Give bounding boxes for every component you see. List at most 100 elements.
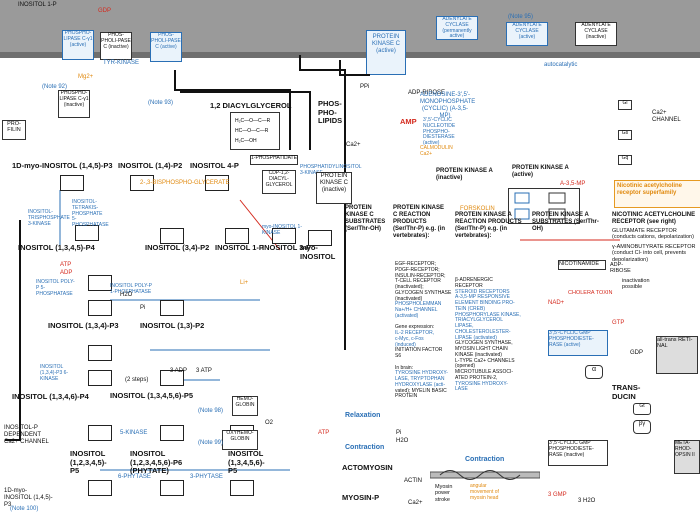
phospholipids-label: PHOS-PHO-LIPIDS [318,99,343,126]
nad-label: NAD+ [548,300,565,306]
actomyosin-label: ACTOMYOSIN [342,463,393,472]
pka-product-item: MICROTUBULE ASSOCI- [455,369,514,375]
inositol-ring-icon [88,275,112,291]
o2-label: O2 [265,420,274,426]
three-gmp-label: 3 GMP [548,492,567,498]
adenylate-cyclase-permanent-box: ADENYLATE CYCLASE (permanently active) [436,16,478,40]
ca-channel-label: Ca2+ CHANNEL [652,110,681,123]
inositol-ring-icon [272,228,296,244]
g-protein-t-icon: Gt [633,403,651,415]
inositol-ring-icon [230,480,254,496]
g-protein-s-icon: Gs [618,130,632,140]
inositol-14p2-label: INOSITOL (1,4)-P2 [118,161,183,170]
three-phytase-label: 3-PHYTASE [190,474,223,480]
cdp-diacylglycerol-box: CDP-1,2-DIACYL-GLYCEROL [262,170,296,194]
five-kinase-label: 5-KINASE [120,430,148,436]
pka-product-item: CHOLESTEROLESTER- [455,328,511,335]
pkc-product-item: IL-2 RECEPTOR, [395,330,435,336]
pka-inactive-label: PROTEIN KINASE A (inactive) [436,168,493,181]
pka-product-item: LIPASE, [455,323,474,329]
inositol-ring-icon [160,370,184,386]
svg-text:H₂C—O—C—R: H₂C—O—C—R [235,118,271,124]
pka-product-item: L-TYPE Ca2+ CHANNELS [455,357,515,364]
pkc-product-item: (activated) [395,312,419,319]
diacylglycerol-label: 1,2 DIACYLGLYCEROL [210,101,292,110]
inositol-ring-icon [308,230,332,246]
three-h2o-label: 3 H2O [578,498,596,504]
pka-subunits-box [508,188,580,224]
pkc-product-item: S6 [395,353,402,359]
inositol-ring-icon [225,228,249,244]
pka-products-label: PROTEIN KINASE A REACTION PRODUCTS (Ser/… [455,212,522,239]
pi-bottom-label: Pi [396,430,402,436]
inositol-3p-label: INOSITOL 3-P [262,243,311,252]
adp-label: ADP [60,270,73,276]
tetrakisphosphate-5-phosphatase-label: INOSITOL-TETRAKIS-PHOSPHATE 5-PHOSPHATAS… [72,199,109,228]
note95-label: (Note 95) [508,14,534,20]
inositol-13p2-label: INOSITOL (1,3)-P2 [140,321,205,330]
myosin-p-label: MYOSIN-P [342,493,380,502]
adenylate-cyclase-active-box: ADENYLATE CYCLASE (active) [506,22,548,46]
pka-product-item: ELEMENT BINDING PRO- [455,300,515,306]
myo-inositol-label: myo-INOSITOL [300,243,336,261]
pkc-products-label: PROTEIN KINASE C REACTION PRODUCTS (Ser/… [393,205,446,239]
pka-product-item: TEIN (CREB) [455,305,485,312]
bisphosphoglycerate-label: 2-,3-BISPHOSPHO-GLYCERATE [140,180,230,186]
inositol-phytate-label: INOSITOL (1,2,3,4,5,6)-P6 (PHYTATE) [130,449,183,476]
inositol-134p3-label: INOSITOL (1,3,4)-P3 [48,321,119,330]
relaxation-label: Relaxation [345,412,381,419]
two-steps-label: (2 steps) [125,377,149,383]
h2o-label: H2O [120,292,133,298]
actin-label: ACTIN [404,478,422,484]
camp-label: ADENOSINE-3',5'-MONOPHOSPHATE (CYCLIC) (… [420,92,476,119]
pkc-product-item: PDGF-RECEPTOR; [395,266,440,273]
diacylglycerol-structure-svg: H₂C—O—C—R HC—O—C—R H₂C—OH [235,118,271,144]
inositol-12345p5-label: INOSITOL (1,2,3,4,5)-P5 [70,449,107,476]
pkc-products-list: EGF-RECEPTOR; PDGF-RECEPTOR; INSULIN-REC… [395,261,452,400]
pka-product-item: A-3,5-MP RESPONSIVE [455,294,510,301]
cell-membrane-inner [0,52,700,58]
pka-products-list: β-ADRENERGIC RECEPTOR STEROID RECEPTORS … [455,277,521,393]
inositol-ring-icon [205,175,229,191]
calmodulin-label: CALMODULIN Ca2+ [420,145,453,157]
glutamate-receptor-label: GLUTAMATE RECEPTOR (conducts cations, de… [612,228,694,241]
pkc-product-item: vated); MYELIN BASIC [395,387,447,394]
adp-ribose-right-label: ADP-RIBOSE [610,262,631,275]
pka-product-item: (opened) [455,363,476,370]
inactivation-label: inactivation possible [622,278,650,291]
pkc-product-item: (induced) [395,341,416,348]
pkc-product-item: (inactivated); [395,284,424,290]
inositol-ring-icon [160,480,184,496]
inositol-134p3-6-kinase-label: INOSITOL (1,3,4)-P3 6-KINASE [40,364,69,382]
pkc-product-item: LASE, TRYPTOPHAN [395,376,445,382]
note98-label: (Note 98) [198,408,224,414]
ip3-bottom-label: 1D-myo-INOSITOL (1,4,5)-P3 [4,488,53,508]
svg-text:HC—O—C—R: HC—O—C—R [235,128,269,134]
pka-product-item: GLYCOGEN SYNTHASE, [455,340,513,347]
atp-label: ATP [60,262,72,268]
pka-product-item: TRIACYLGLYCEROL [455,317,503,324]
phospholipase-c-gamma1-inactive-box: PHOSPHO-LIPASE C-γ1 (inactive) [58,90,90,118]
diacylglycerol-structure: H₂C—O—C—R HC—O—C—R H₂C—OH [230,112,280,150]
pkc-product-item: GLYCOGEN SYNTHASE [395,289,452,296]
pka-product-item: TYROSINE HYDROXY- [455,380,508,387]
pka-product-item: MYOSIN LIGHT CHAIN [455,346,508,352]
polyp-1-phosphatase-label: INOSITOL POLY-P 1-PHOSPHATASE [110,283,152,295]
myosin-power-stroke-label: Myosin power stroke [435,484,453,503]
nicotinic-receptor-label: NICOTINIC ACETYLCHOLINE RECEPTOR (see ri… [612,212,696,225]
inositol-ring-icon [88,300,112,316]
adp-ribose-label: ADP-RIBOSE [408,90,446,96]
pkc-product-item: c-Myc, c-Fos [395,335,424,342]
note100-label: (Note 100) [10,506,39,512]
six-phytase-label: 6-PHYTASE [118,474,151,480]
inositol-ring-icon [160,425,184,441]
pkc-product-item: T-CELL RECEPTOR [395,278,441,285]
ip3-3-kinase-label: INOSITOL-TRISPHOSPHATE 3-KINASE [28,209,70,227]
gdp-top-label: GDP [98,8,112,14]
inositol-ring-icon [88,480,112,496]
gtp-right-label: GTP [612,320,625,326]
autocatalytic-label: autocatalytic [544,62,578,68]
transducin-label: TRANS-DUCIN [612,383,641,401]
h2o-bottom-label: H2O [396,438,409,444]
protein-kinase-c-inactive-box: PROTEIN KINASE C (inactive) [316,172,352,204]
